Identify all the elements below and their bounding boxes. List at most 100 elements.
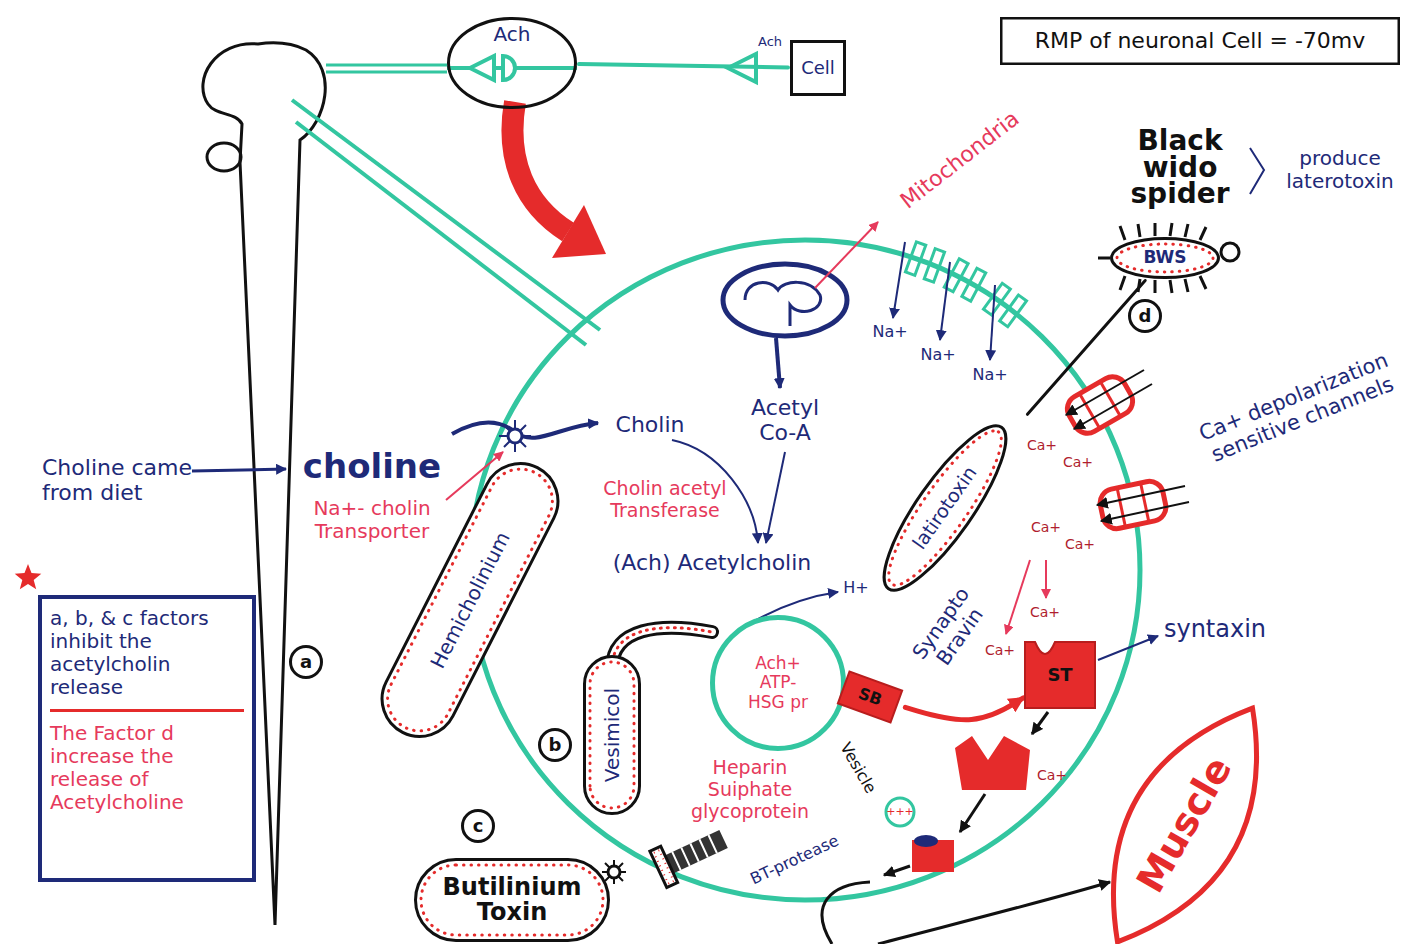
ion-label: Na+ [972,366,1007,384]
nerve-terminal [470,240,1140,900]
protein-label: Synapto Bravin [904,578,996,682]
muscle-spindle-outline [1070,681,1300,944]
callout-circle-outline [540,730,571,761]
release-to-muscle-arrow [878,882,1110,944]
callout-circle-outline [463,811,494,842]
charge-label: +++ [886,806,914,819]
node-text: Cell [801,58,835,79]
ion-arrow [940,262,950,340]
node-text: Ach+ ATP- HSG pr [742,654,814,713]
synaptic-vesicle: Ach+ ATP- HSG pr [710,615,846,751]
node-text: c [473,816,484,837]
vesicle-bulb [503,56,515,80]
rmp-note-box-outline [1001,18,1399,64]
ion-arrow [1066,370,1144,415]
synaptobrevin-box-outline [838,671,902,722]
toxin-receptor [608,866,620,878]
vesamicol-blob-dots [590,662,634,808]
spider-body-outline [1112,239,1219,278]
node-text: Butilinium Toxin [427,875,597,925]
node-text: a [300,652,312,673]
hemicholinium-blob: Hemicholinium [367,449,573,752]
axon [326,64,447,67]
node-text: Vesimicol [601,688,624,782]
docked-vesicle-protein [914,835,938,847]
target-cell-box: Cell [790,40,846,96]
ion-label: Ca+ [1063,454,1093,470]
ion-arrow [1074,384,1152,429]
spider-head [1221,243,1239,261]
enzyme-label: Cholin acetyl Transferase [603,478,728,522]
latrotoxin-blob: latirotoxin [864,409,1026,606]
vesicle-triangle [470,56,494,80]
organelle-label: Mitochondria [896,106,1024,214]
axon [326,71,447,74]
molecule-label: choline [303,447,441,486]
soma-loop [207,143,241,171]
ion-arrow [1045,560,1047,598]
note-label: Choline came from diet [42,455,217,506]
node-text: a, b, & c factors inhibit the acetylchol… [50,607,244,712]
mitochondrion-cristae [745,282,821,326]
ion-arrow [1097,486,1185,505]
brace [1250,148,1264,194]
axon-branch [292,100,600,330]
snare-complex [955,736,1030,790]
botulinum-toxin-blob: Butilinium Toxin [414,858,610,942]
node-text: RMP of neuronal Cell = -70mv [1035,28,1366,53]
callout-circle-outline [1130,301,1161,332]
ion-label: Ca+ [1037,767,1067,783]
sodium-channel [905,242,944,282]
ion-label: Ca+ [985,642,1015,658]
node-text: BWS [1143,248,1186,268]
source-label: Black wido spider [1118,128,1243,208]
flow-arrow [884,866,910,875]
choline-transporter [499,420,531,452]
zoom-arrow [512,102,568,232]
terminal-label: Ach [758,35,782,50]
latrotoxin-blob-outline [866,412,1024,605]
vesamicol-blob-outline [585,657,640,814]
callout-circle-outline [291,647,322,678]
molecule-label: Acetyl Co-A [735,395,835,446]
vesicle-circle-outline [449,19,576,108]
ion-label: Na+ [920,346,955,364]
channel-label: Ca+ depolarization sensitive channels [1192,346,1405,469]
target-cell-box-outline [792,42,845,95]
molecule-label: Cholin [616,412,685,437]
flow-arrow [766,452,785,543]
hemicholinium-blob-outline [369,451,571,750]
node-text: The Factor d increase the release of Ace… [50,722,244,814]
ion-arrow [893,242,905,318]
factor-note-box-outline [40,597,254,880]
ion-label: Ca+ [1065,536,1095,552]
flow-arrow [776,338,780,388]
bt-protease-bolt [650,821,732,888]
ion-arrow [1006,560,1030,634]
syntaxin-box: ST [1025,642,1095,708]
spider-body-dots [1117,244,1213,272]
zoom-arrow-head [552,205,606,258]
axon-branch [296,122,586,345]
leader-line [1098,636,1158,660]
glycoprotein-label: Heparin Suiphate glycoprotein [675,757,825,823]
callout-circle: c [461,809,495,843]
rmp-note-box: RMP of neuronal Cell = -70mv [1000,17,1400,65]
ion-label: H+ [843,579,868,597]
vesicle-circle: Ach [447,17,577,109]
callout-circle: a [289,645,323,679]
ion-label: Ca+ [1030,604,1060,620]
protein-label: syntaxin [1164,616,1266,644]
note-star [15,564,42,589]
synaptic-vesicle-outline [713,618,844,749]
sb-to-st-arrow [905,698,1023,720]
factor-note-box: a, b, & c factors inhibit the acetylchol… [38,595,256,882]
callout-circle: b [538,728,572,762]
syntaxin-box-outline [1025,642,1095,708]
calcium-channel [1098,479,1169,531]
flow-arrow [192,469,286,471]
calcium-channel [1062,372,1137,439]
ion-arrow [1101,502,1189,521]
ion-label: Na+ [872,323,907,341]
